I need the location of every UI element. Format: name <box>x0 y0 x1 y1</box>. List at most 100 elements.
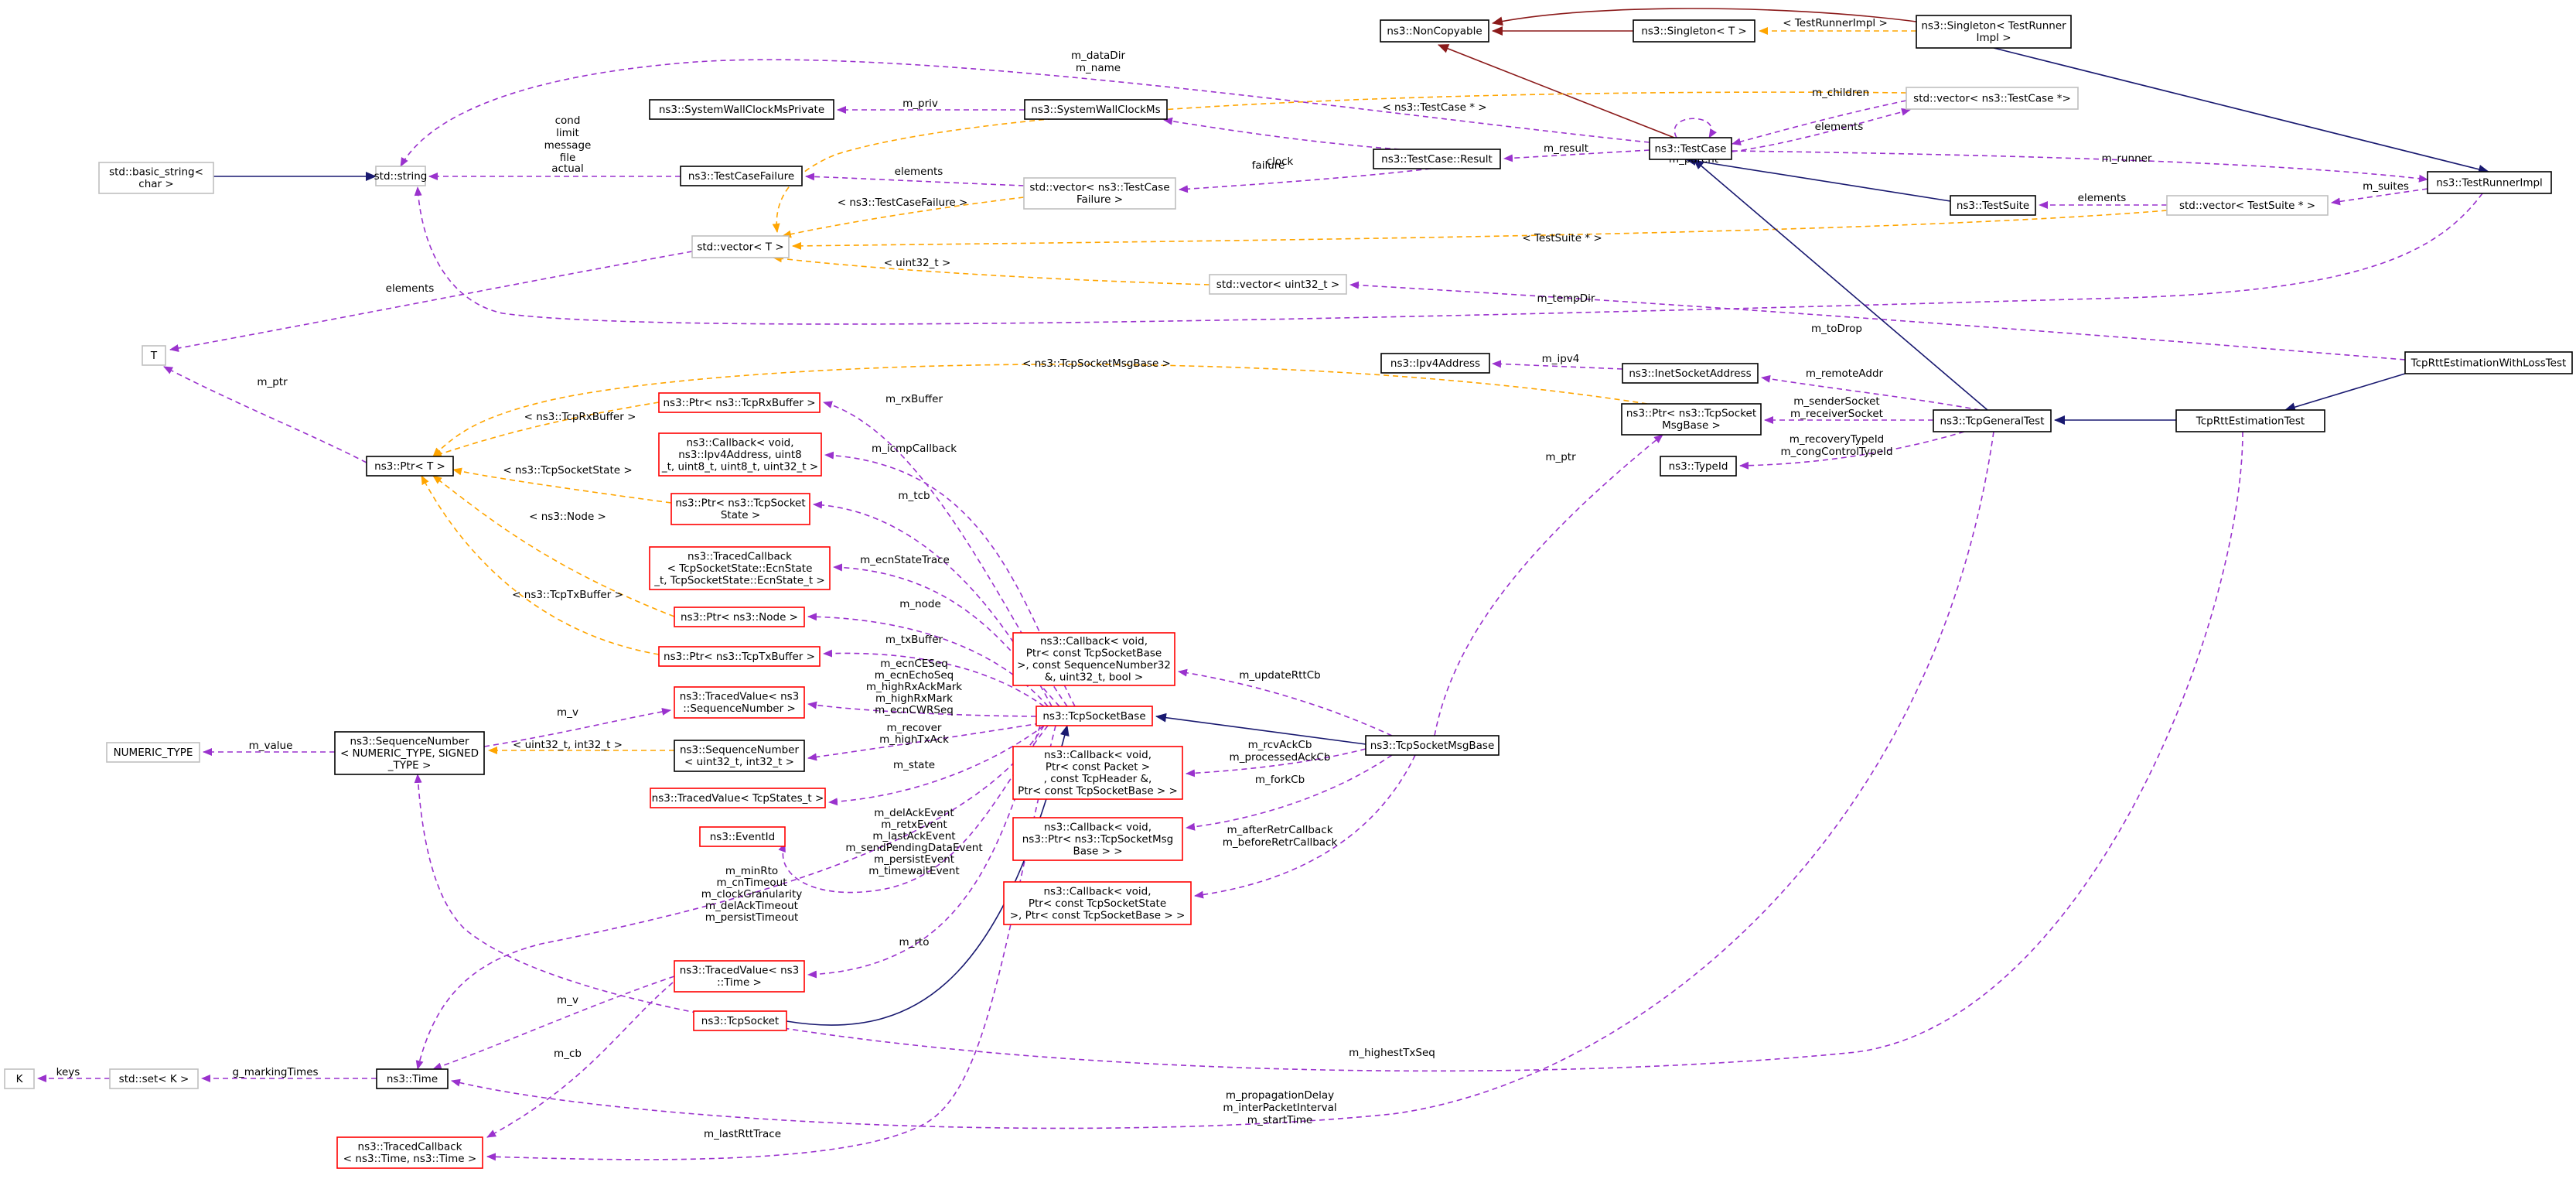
node-label: std::string <box>374 170 428 183</box>
edge-label: m_name <box>1076 62 1121 74</box>
node-box <box>674 740 805 772</box>
node-label: std::vector< T > <box>697 241 783 253</box>
class-node-cb-packet[interactable]: ns3::Callback< void,Ptr< const Packet >,… <box>1012 746 1183 800</box>
class-node-testsuite[interactable]: ns3::TestSuite <box>1950 195 2036 216</box>
class-node-seqnum-generic[interactable]: ns3::SequenceNumber< NUMERIC_TYPE, SIGNE… <box>334 731 485 775</box>
edge-label: m_startTime <box>1247 1114 1312 1126</box>
class-node-type-t[interactable]: T <box>142 345 166 366</box>
class-node-noncopyable[interactable]: ns3::NonCopyable <box>1380 19 1489 43</box>
class-node-ptr-rxbuffer[interactable]: ns3::Ptr< ns3::TcpRxBuffer > <box>658 392 821 413</box>
edge-label: m_propagationDelay <box>1226 1089 1334 1102</box>
edge-sysclock-result <box>1163 117 1401 150</box>
edge-label: m_toDrop <box>1811 323 1862 335</box>
edge-label: < uint32_t, int32_t > <box>513 739 623 751</box>
class-node-cb-retr[interactable]: ns3::Callback< void,Ptr< const TcpSocket… <box>1003 881 1192 925</box>
edge-rttest-losstest <box>2284 373 2406 412</box>
class-node-traced-ecn[interactable]: ns3::TracedCallback< TcpSocketState::Ecn… <box>649 546 831 590</box>
class-node-tcpsocketbase[interactable]: ns3::TcpSocketBase <box>1036 706 1153 726</box>
edge-seqgeneric-rttest <box>414 431 2243 1072</box>
edge-label: m_rto <box>899 936 929 948</box>
edge-node-base <box>807 613 1049 707</box>
edge-vectortestcase-testcase <box>1732 100 1907 145</box>
class-node-vector-uint32[interactable]: std::vector< uint32_t > <box>1209 274 1347 295</box>
class-node-cb-fork[interactable]: ns3::Callback< void,ns3::Ptr< ns3::TcpSo… <box>1012 817 1183 861</box>
class-node-sysclock[interactable]: ns3::SystemWallClockMs <box>1024 99 1168 120</box>
class-node-traced-time[interactable]: ns3::TracedValue< ns3::Time > <box>674 960 805 993</box>
class-node-vector-failure[interactable]: std::vector< ns3::TestCaseFailure > <box>1023 177 1176 210</box>
node-label: ns3::TestRunnerImpl <box>2436 176 2543 189</box>
class-node-tcpgeneraltest[interactable]: ns3::TcpGeneralTest <box>1933 409 2052 432</box>
class-node-eventid[interactable]: ns3::EventId <box>699 826 786 847</box>
node-box <box>1621 403 1762 436</box>
class-node-traced-states[interactable]: ns3::TracedValue< TcpStates_t > <box>650 788 826 808</box>
node-label: ns3::Ipv4Address <box>1390 357 1480 370</box>
class-node-tcpsocketmsgbase[interactable]: ns3::TcpSocketMsgBase <box>1365 735 1500 756</box>
edge-label: m_ecnStateTrace <box>860 554 950 566</box>
edge-txbuffer-base <box>823 649 1045 707</box>
class-node-type-k[interactable]: K <box>4 1068 35 1089</box>
node-label: ns3::Ptr< ns3::TcpSocket <box>675 497 805 510</box>
class-node-ptr-txbuffer[interactable]: ns3::Ptr< ns3::TcpTxBuffer > <box>658 646 821 667</box>
class-node-traced-seqnum[interactable]: ns3::TracedValue< ns3::SequenceNumber > <box>674 686 805 719</box>
node-label: ns3::TracedCallback <box>358 1141 462 1153</box>
edge-tracedcbtime-base <box>486 725 1056 1161</box>
edge-label: m_lastRttTrace <box>704 1128 781 1140</box>
class-node-time[interactable]: ns3::Time <box>376 1068 449 1089</box>
class-node-ipv4address[interactable]: ns3::Ipv4Address <box>1380 353 1490 374</box>
class-node-typeid[interactable]: ns3::TypeId <box>1660 456 1737 477</box>
node-label: ns3::TracedValue< ns3 <box>680 965 800 977</box>
node-label: ns3::Callback< void, <box>686 436 793 449</box>
node-box <box>2166 195 2329 216</box>
class-node-singleton-t[interactable]: ns3::Singleton< T > <box>1633 19 1755 43</box>
class-node-testcase-result[interactable]: ns3::TestCase::Result <box>1373 149 1501 169</box>
edge-t-vectort <box>169 251 693 352</box>
class-node-basic-string[interactable]: std::basic_string<char > <box>98 162 214 194</box>
class-node-icmp-cb[interactable]: ns3::Callback< void,ns3::Ipv4Address, ui… <box>658 432 822 477</box>
class-node-rttest[interactable]: TcpRttEstimationTest <box>2175 409 2325 432</box>
edge-vectortestsuite-runnerimpl <box>2331 188 2428 206</box>
edge-label: m_processedAckCb <box>1230 751 1331 764</box>
edge-label: elements <box>386 282 435 295</box>
edge-label: m_runner <box>2102 152 2152 165</box>
edge-labels-layer: < TestRunnerImpl >m_privclockm_resultm_d… <box>56 17 2409 1140</box>
node-label: < NUMERIC_TYPE, SIGNED <box>340 747 479 760</box>
class-node-vector-t[interactable]: std::vector< T > <box>691 235 790 258</box>
node-label: std::vector< TestSuite * > <box>2179 200 2315 212</box>
class-node-ptr-node[interactable]: ns3::Ptr< ns3::Node > <box>674 607 805 627</box>
node-label: < TcpSocketState::EcnState <box>667 562 813 575</box>
class-node-vector-testcase[interactable]: std::vector< ns3::TestCase *> <box>1906 87 2079 110</box>
edge-ptrt-sockstate <box>452 467 672 504</box>
class-node-numeric-type[interactable]: NUMERIC_TYPE <box>106 742 200 763</box>
edge-label: m_updateRttCb <box>1239 669 1320 682</box>
class-node-traced-cb-time[interactable]: ns3::TracedCallback< ns3::Time, ns3::Tim… <box>336 1136 483 1169</box>
edge-label: limit <box>556 127 579 139</box>
class-node-std-string[interactable]: std::string <box>374 166 428 186</box>
class-node-seqnum-uint[interactable]: ns3::SequenceNumber< uint32_t, int32_t > <box>674 740 805 772</box>
class-node-ptr-msgbase[interactable]: ns3::Ptr< ns3::TcpSocketMsgBase > <box>1621 403 1762 436</box>
class-node-sysclock-private[interactable]: ns3::SystemWallClockMsPrivate <box>649 99 834 120</box>
class-node-cb-updatertt[interactable]: ns3::Callback< void,Ptr< const TcpSocket… <box>1012 632 1175 686</box>
node-label: ns3::TcpSocketMsgBase <box>1370 740 1495 752</box>
class-node-testrunnerimpl[interactable]: ns3::TestRunnerImpl <box>2427 171 2552 194</box>
edge-label: m_minRto <box>725 865 778 877</box>
edge-singletonrunner-runnerimpl <box>1993 47 2489 174</box>
class-node-testcasefailure[interactable]: ns3::TestCaseFailure <box>680 166 803 186</box>
class-node-singleton-runner[interactable]: ns3::Singleton< TestRunnerImpl > <box>1916 15 2072 49</box>
class-node-rttlosstest[interactable]: TcpRttEstimationWithLossTest <box>2404 351 2573 374</box>
node-box <box>4 1068 35 1089</box>
class-node-tcpsocket[interactable]: ns3::TcpSocket <box>693 1010 787 1031</box>
class-node-ptr-sockstate[interactable]: ns3::Ptr< ns3::TcpSocketState > <box>670 493 810 525</box>
class-node-testcase[interactable]: ns3::TestCase <box>1649 137 1732 160</box>
edge-label: m_node <box>899 598 941 610</box>
node-label: ns3::SystemWallClockMsPrivate <box>659 104 824 116</box>
class-node-inetsocketaddress[interactable]: ns3::InetSocketAddress <box>1622 363 1759 384</box>
node-label: char > <box>138 178 173 190</box>
class-node-set-k[interactable]: std::set< K > <box>109 1068 199 1089</box>
class-node-vector-testsuite[interactable]: std::vector< TestSuite * > <box>2166 195 2329 216</box>
edge-label: m_highestTxSeq <box>1349 1047 1435 1059</box>
edge-label: m_remoteAddr <box>1806 367 1884 380</box>
edge-label: m_delAckEvent <box>874 807 954 819</box>
edge-label: m_cnTimeout <box>716 877 786 889</box>
node-label: T <box>150 350 158 362</box>
class-node-ptr-t[interactable]: ns3::Ptr< T > <box>366 456 454 477</box>
